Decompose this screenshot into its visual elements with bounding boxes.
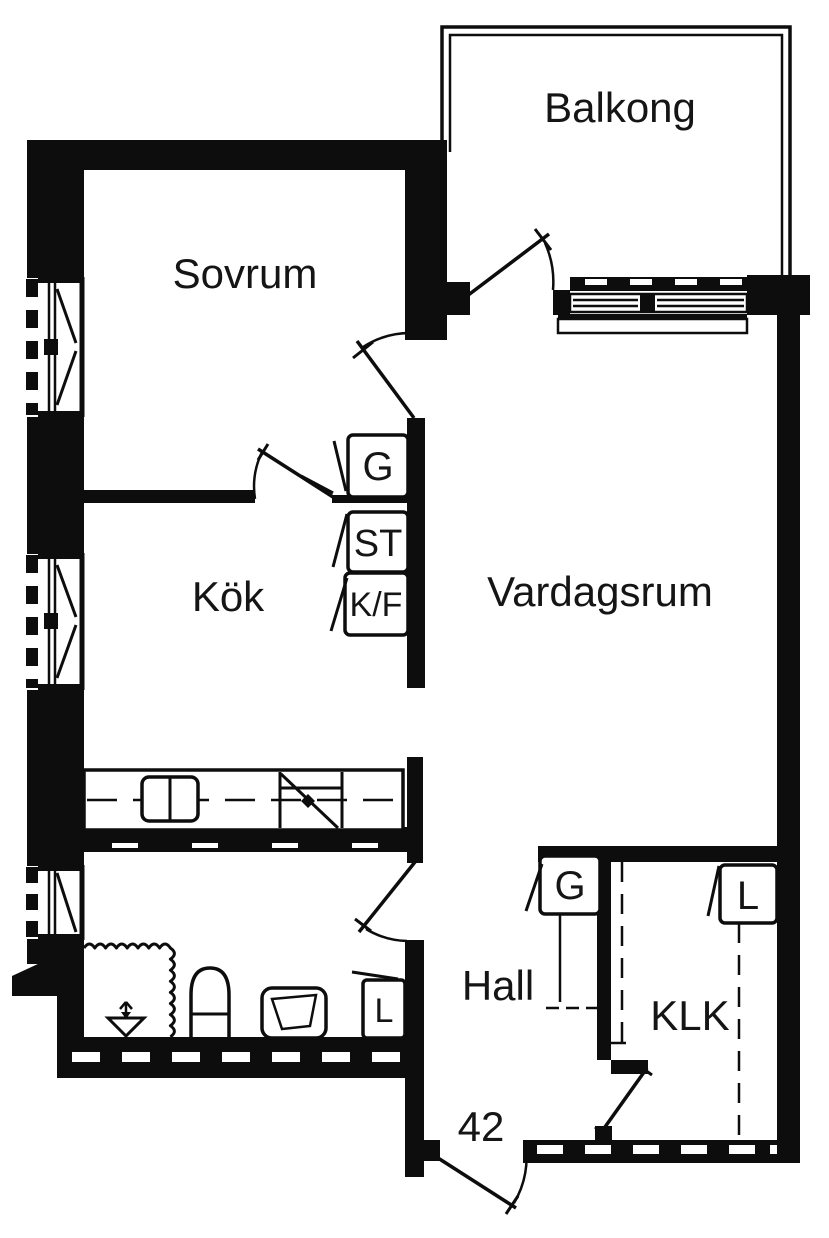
door-leaf bbox=[465, 232, 551, 298]
wall-bath-hall bbox=[405, 940, 424, 1177]
door-tick bbox=[594, 1125, 610, 1139]
label-walk-in-closet: KLK bbox=[650, 992, 729, 1039]
closet-door-line bbox=[331, 513, 349, 568]
window-casement-line bbox=[55, 288, 78, 344]
kitchen-counter bbox=[82, 768, 405, 832]
wall-klk-stub bbox=[611, 1060, 648, 1074]
wall-entry-stub bbox=[423, 1140, 440, 1161]
door-balcony bbox=[465, 228, 555, 298]
assembly-top-bar bbox=[570, 277, 747, 291]
label-wardrobe-hall: G bbox=[554, 864, 585, 908]
balcony-outer-rail bbox=[440, 25, 792, 282]
label-living-room: Vardagsrum bbox=[487, 568, 713, 615]
balcony-door-hinge-block bbox=[447, 282, 470, 315]
toilet-icon bbox=[189, 966, 231, 1037]
closets bbox=[300, 433, 779, 1138]
wall-left-3 bbox=[27, 690, 84, 866]
door-tick bbox=[637, 1063, 653, 1077]
door-entry bbox=[437, 1140, 528, 1215]
wall-bedroom-kitchen bbox=[84, 490, 255, 503]
closet-door-line bbox=[329, 577, 349, 632]
closet-door-line bbox=[332, 440, 348, 492]
door-leaf bbox=[257, 447, 334, 499]
door-bedroom bbox=[352, 331, 416, 420]
walls bbox=[12, 140, 810, 1177]
balcony-outline bbox=[440, 25, 792, 282]
door-kitchen bbox=[252, 443, 334, 500]
label-fridge-freezer: K/F bbox=[350, 586, 403, 624]
door-swing-arc bbox=[512, 1140, 528, 1204]
labels: Balkong Sovrum Kök Vardagsrum Hall KLK 4… bbox=[173, 84, 759, 1150]
door-swing-arc bbox=[365, 927, 408, 943]
wall-right bbox=[777, 280, 800, 1163]
wall-left-1 bbox=[27, 140, 84, 278]
label-linen-bath: L bbox=[375, 992, 394, 1030]
wall-closet-shelf-line bbox=[332, 495, 408, 503]
wardrobe-hall-box bbox=[538, 854, 602, 916]
balcony-inner-rail bbox=[448, 33, 784, 282]
door-swing-arc bbox=[252, 451, 264, 500]
wardrobe-bedroom-box bbox=[346, 433, 410, 499]
label-linen-hall: L bbox=[737, 874, 759, 918]
wall-left-2 bbox=[27, 417, 84, 554]
door-leaf bbox=[355, 339, 416, 420]
fridge-freezer-box bbox=[343, 571, 410, 637]
window-handle bbox=[44, 339, 58, 355]
door-klk bbox=[594, 1063, 653, 1139]
balcony-window-assembly bbox=[553, 277, 749, 335]
assembly-center-post bbox=[640, 294, 655, 312]
wall-bottom-bath-hatch bbox=[72, 1052, 400, 1062]
door-leaf bbox=[437, 1156, 517, 1210]
assembly-top-bar-dashes bbox=[585, 279, 742, 285]
closet-door-line bbox=[300, 474, 334, 495]
bathroom-fixtures bbox=[82, 942, 328, 1040]
wall-bottom-entry bbox=[523, 1140, 800, 1163]
assembly-outer-sill bbox=[556, 317, 749, 335]
door-leaf bbox=[598, 1066, 649, 1136]
label-hall: Hall bbox=[462, 962, 534, 1009]
wall-left-4 bbox=[27, 939, 84, 964]
linen-bath-box bbox=[361, 978, 407, 1040]
window-bathroom bbox=[26, 865, 85, 940]
wall-left-stub bbox=[12, 963, 84, 996]
window-casement-line bbox=[55, 624, 78, 679]
label-kitchen: Kök bbox=[192, 573, 265, 620]
window-casement-line bbox=[55, 872, 78, 933]
wall-kitchen-living bbox=[407, 418, 425, 688]
door-leaf bbox=[357, 860, 417, 934]
window-kitchen bbox=[26, 553, 85, 690]
label-wardrobe-bedroom: G bbox=[362, 445, 393, 489]
window-casement-line bbox=[55, 350, 78, 406]
wall-bedroom-living-top bbox=[405, 140, 447, 340]
window-bedroom bbox=[26, 277, 85, 417]
floor-drain-icon bbox=[104, 1001, 148, 1039]
closet-door-line bbox=[351, 970, 399, 981]
door-bathroom bbox=[354, 860, 417, 943]
closet-door-line bbox=[524, 863, 544, 912]
wall-top bbox=[27, 140, 447, 170]
window-handle bbox=[44, 613, 58, 629]
shower-curtain-icon bbox=[82, 942, 176, 1039]
linen-hall-box bbox=[718, 863, 779, 925]
door-tick bbox=[533, 228, 553, 251]
door-swing-arc bbox=[543, 242, 555, 291]
stove-icon bbox=[278, 772, 344, 830]
label-cleaning-cabinet: ST bbox=[354, 523, 403, 565]
assembly-glazing bbox=[568, 292, 749, 314]
label-balcony: Balkong bbox=[544, 84, 696, 131]
assembly-sill-line bbox=[558, 314, 747, 319]
closet-door-line bbox=[706, 865, 721, 917]
door-tick bbox=[352, 340, 374, 360]
assembly-left-block bbox=[553, 290, 570, 315]
label-apartment-number: 42 bbox=[458, 1103, 505, 1150]
wall-right-top-block bbox=[747, 275, 810, 315]
wall-kitchen-bottom-hatch bbox=[112, 843, 378, 848]
washbasin-icon bbox=[260, 986, 328, 1040]
label-bedroom: Sovrum bbox=[173, 250, 318, 297]
window-casement-line bbox=[55, 564, 78, 618]
door-swing-arc bbox=[362, 331, 412, 349]
